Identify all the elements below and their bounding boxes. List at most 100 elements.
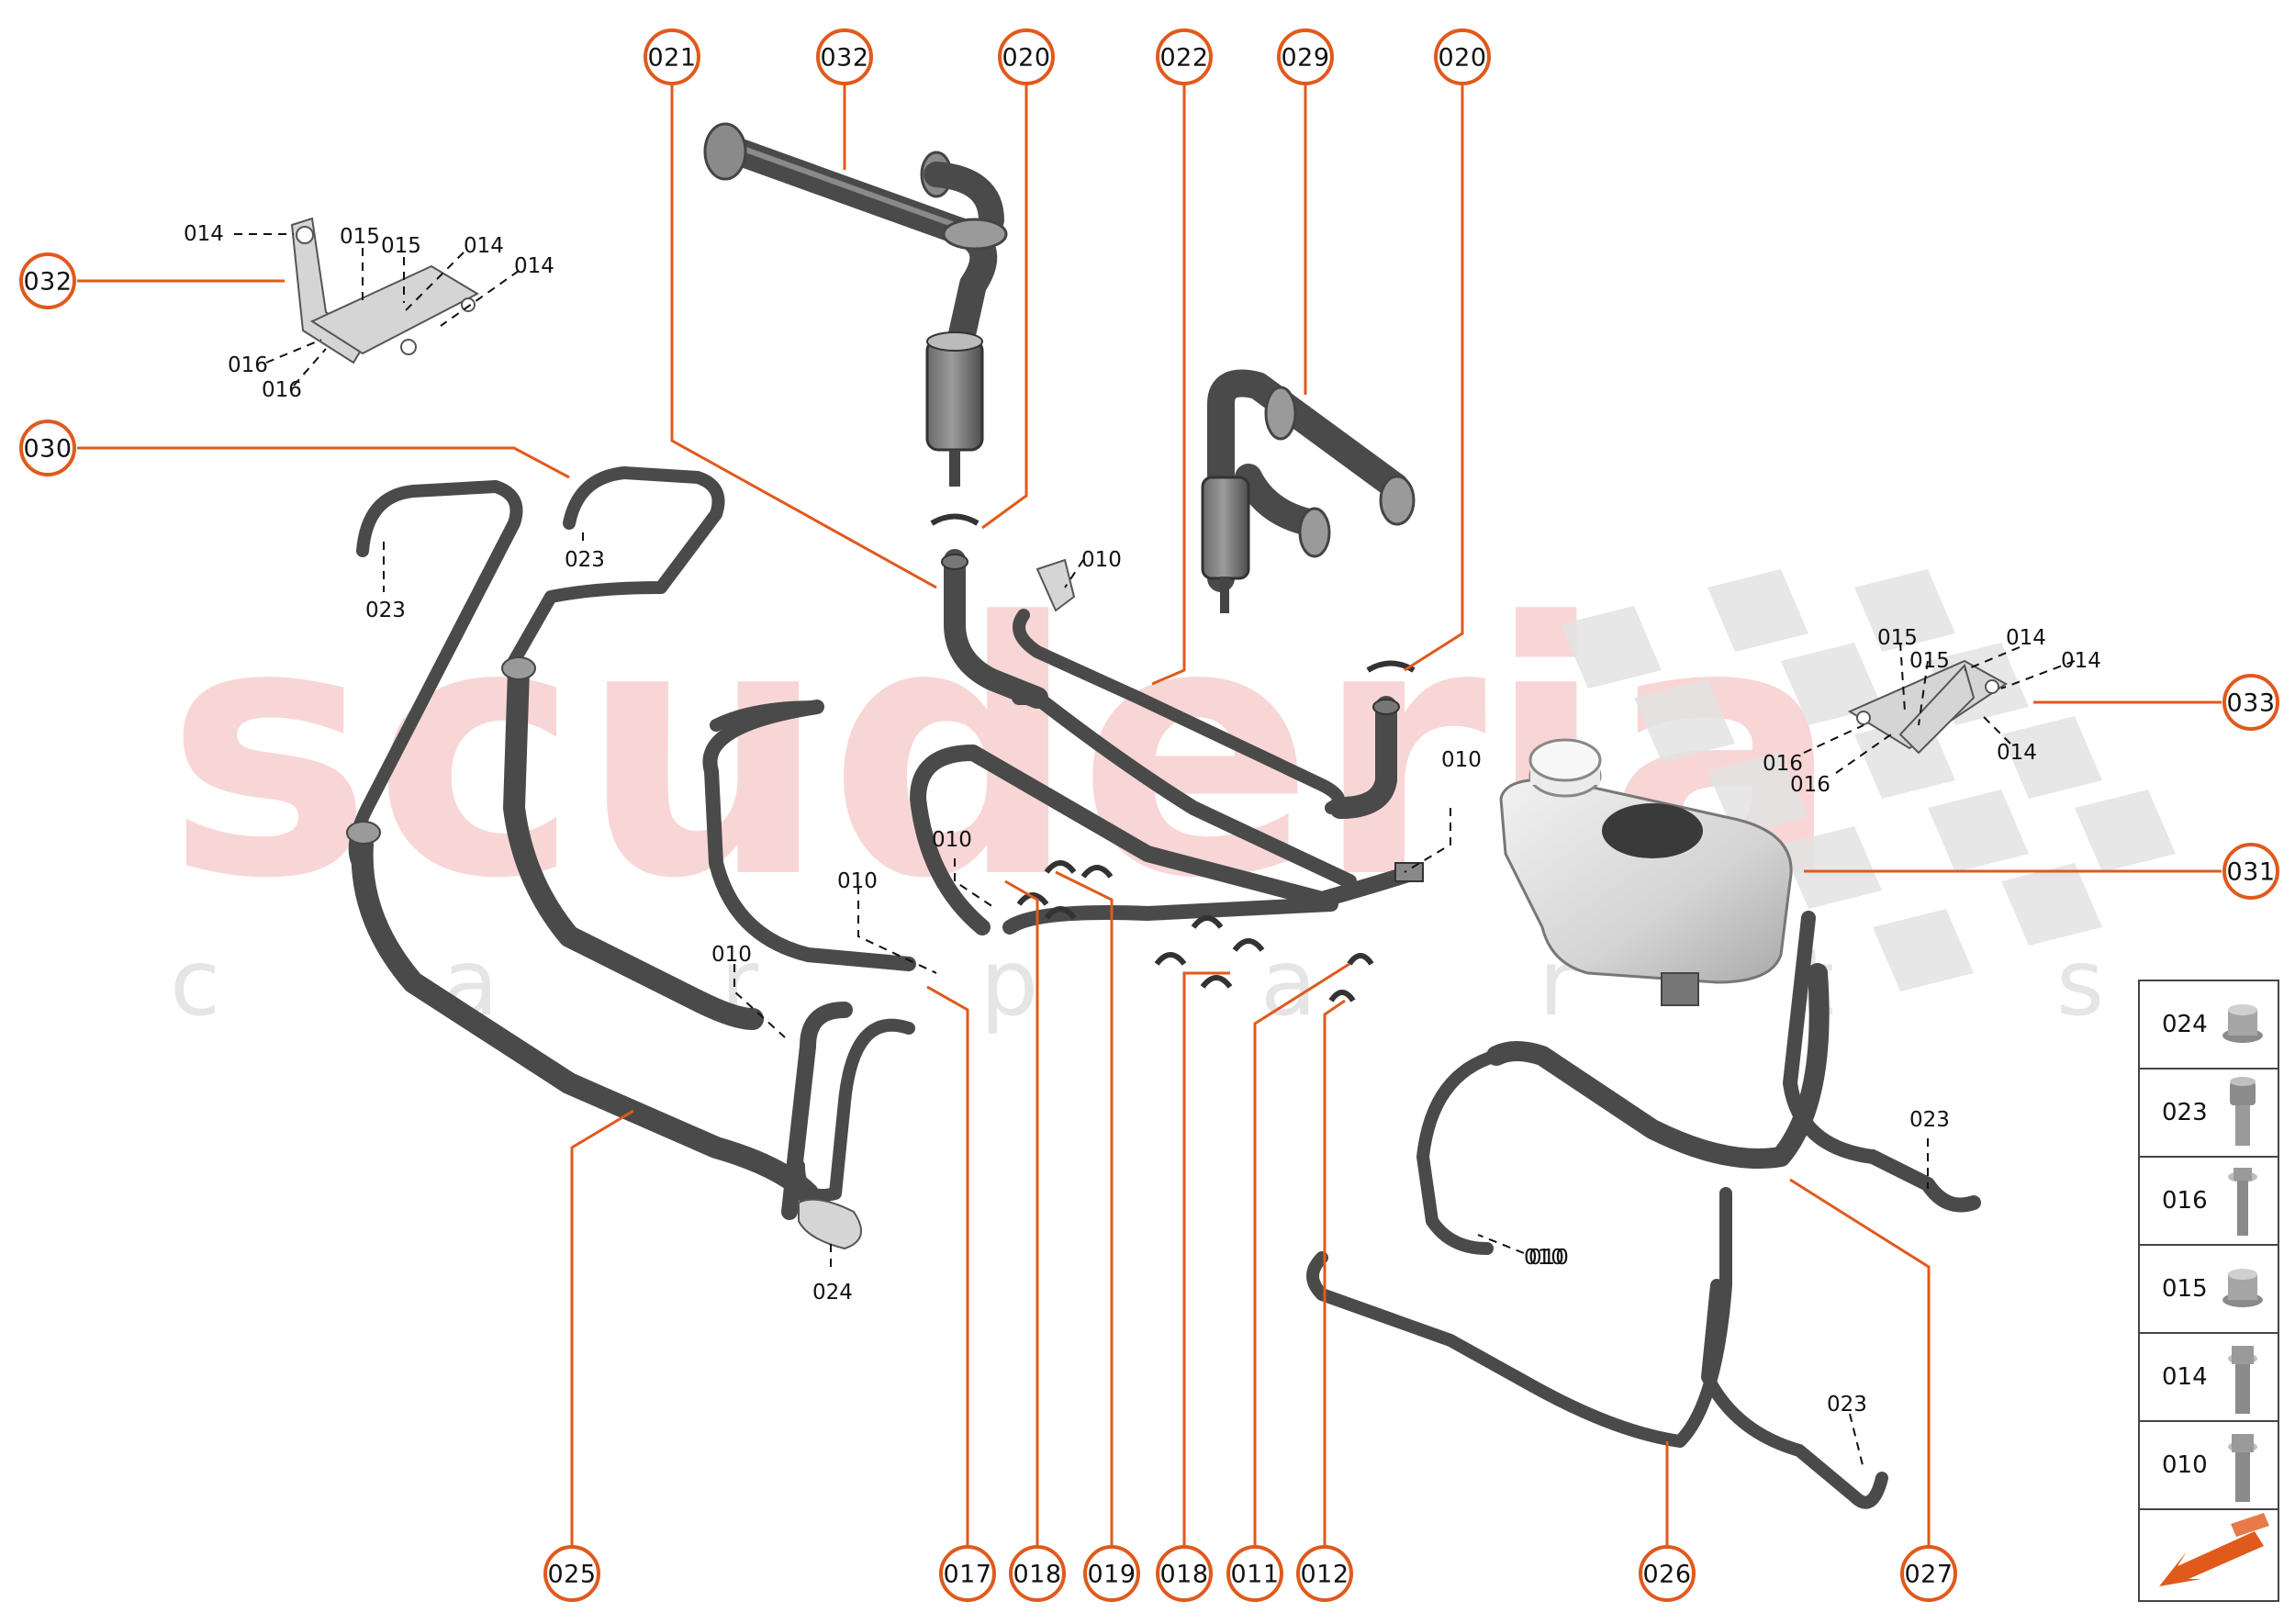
callout-020-a[interactable]: 020 bbox=[998, 28, 1055, 85]
fastener-legend: 024 023 016 015 bbox=[2138, 980, 2279, 1602]
callout-032-left[interactable]: 032 bbox=[19, 252, 76, 309]
part-label: 023 bbox=[365, 599, 406, 622]
part-label: 010 bbox=[1081, 548, 1122, 572]
part-label: 010 bbox=[837, 869, 878, 893]
callout-leaders bbox=[77, 79, 2222, 1551]
part-label: 016 bbox=[228, 353, 268, 377]
part-label: 016 bbox=[1790, 773, 1830, 797]
pipe-assembly-029 bbox=[1201, 369, 1416, 613]
flange-bolt-icon bbox=[2228, 1434, 2257, 1502]
svg-text:024: 024 bbox=[2162, 1011, 2208, 1038]
callout-032-top[interactable]: 032 bbox=[816, 28, 873, 85]
hose-026 bbox=[1306, 1187, 1888, 1509]
callout-020-b[interactable]: 020 bbox=[1434, 28, 1491, 85]
legend-row-015: 015 bbox=[2162, 1269, 2263, 1307]
svg-text:019: 019 bbox=[1087, 1561, 1136, 1589]
legend-row-014: 014 bbox=[2162, 1346, 2257, 1414]
part-label: 010 bbox=[1528, 1246, 1569, 1270]
dashed-leaders bbox=[234, 233, 2076, 1470]
part-label: 015 bbox=[1877, 626, 1918, 650]
part-label: 024 bbox=[812, 1281, 853, 1305]
hose-027 bbox=[1416, 911, 1981, 1255]
svg-text:022: 022 bbox=[1159, 44, 1208, 73]
checkered-flag-mark bbox=[1561, 569, 2176, 991]
svg-text:030: 030 bbox=[23, 435, 72, 464]
svg-text:031: 031 bbox=[2226, 858, 2275, 887]
hose-019 bbox=[910, 745, 1424, 935]
flange-nut-icon bbox=[2222, 1269, 2263, 1307]
callout-017[interactable]: 017 bbox=[939, 1545, 996, 1602]
part-label: 023 bbox=[1827, 1393, 1867, 1417]
callout-019[interactable]: 019 bbox=[1083, 1545, 1140, 1602]
part-label: 015 bbox=[1909, 649, 1950, 673]
legend-row-016: 016 bbox=[2162, 1168, 2257, 1236]
callout-012[interactable]: 012 bbox=[1296, 1545, 1353, 1602]
bracket-032-left bbox=[290, 217, 480, 364]
svg-text:018: 018 bbox=[1013, 1561, 1061, 1589]
svg-text:026: 026 bbox=[1642, 1561, 1691, 1589]
svg-text:020: 020 bbox=[1438, 44, 1486, 73]
part-label: 016 bbox=[1763, 752, 1803, 776]
part-labels: 014 015 015 014 014 016 016 023 023 010 … bbox=[184, 222, 2101, 1417]
callout-029[interactable]: 029 bbox=[1277, 28, 1334, 85]
part-label: 010 bbox=[1441, 748, 1482, 772]
svg-text:033: 033 bbox=[2226, 689, 2275, 718]
clamps bbox=[1016, 860, 1374, 1002]
part-label: 014 bbox=[2006, 626, 2046, 650]
svg-text:027: 027 bbox=[1904, 1561, 1953, 1589]
callout-030[interactable]: 030 bbox=[19, 420, 76, 476]
bracket-033-right bbox=[1847, 659, 2008, 755]
callout-027[interactable]: 027 bbox=[1900, 1545, 1957, 1602]
callouts: 021 032 020 022 029 020 032 030 033 031 … bbox=[19, 28, 2279, 1602]
callout-025[interactable]: 025 bbox=[543, 1545, 600, 1602]
svg-text:010: 010 bbox=[2162, 1451, 2208, 1479]
part-label: 010 bbox=[932, 828, 972, 852]
part-label: 023 bbox=[1909, 1108, 1950, 1132]
part-label: 010 bbox=[711, 943, 752, 967]
direction-arrow-icon bbox=[2159, 1513, 2269, 1586]
callout-022[interactable]: 022 bbox=[1156, 28, 1213, 85]
part-label: 014 bbox=[514, 254, 554, 278]
flange-bolt-icon bbox=[2228, 1346, 2257, 1414]
part-label: 015 bbox=[340, 225, 380, 249]
svg-text:029: 029 bbox=[1281, 44, 1329, 73]
part-label: 014 bbox=[1997, 741, 2037, 765]
svg-text:017: 017 bbox=[943, 1561, 991, 1589]
svg-text:014: 014 bbox=[2162, 1363, 2208, 1391]
svg-text:012: 012 bbox=[1300, 1561, 1349, 1589]
part-label: 010 bbox=[1524, 1246, 1564, 1270]
svg-text:011: 011 bbox=[1230, 1561, 1279, 1589]
svg-text:018: 018 bbox=[1159, 1561, 1208, 1589]
callout-018-b[interactable]: 018 bbox=[1156, 1545, 1213, 1602]
part-label: 016 bbox=[262, 378, 302, 402]
svg-text:016: 016 bbox=[2162, 1187, 2208, 1215]
hose-030 bbox=[346, 466, 862, 1250]
part-label: 014 bbox=[464, 234, 504, 258]
callout-011[interactable]: 011 bbox=[1226, 1545, 1283, 1602]
svg-text:020: 020 bbox=[1002, 44, 1050, 73]
callout-018-a[interactable]: 018 bbox=[1009, 1545, 1066, 1602]
flange-nut-icon bbox=[2222, 1004, 2263, 1043]
socket-screw-icon bbox=[2230, 1077, 2256, 1146]
legend-row-010: 010 bbox=[2162, 1434, 2257, 1502]
part-label: 014 bbox=[184, 222, 224, 246]
callout-033[interactable]: 033 bbox=[2222, 674, 2279, 731]
hose-022 bbox=[1012, 558, 1357, 889]
callout-031[interactable]: 031 bbox=[2222, 843, 2279, 900]
pipe-assembly-top bbox=[703, 122, 1008, 487]
legend-row-024: 024 bbox=[2162, 1004, 2263, 1043]
svg-text:021: 021 bbox=[647, 44, 696, 73]
svg-text:025: 025 bbox=[547, 1561, 596, 1589]
reservoir-tank-031 bbox=[1499, 738, 1793, 1006]
legend-row-023: 023 bbox=[2162, 1077, 2256, 1146]
callout-026[interactable]: 026 bbox=[1639, 1545, 1696, 1602]
svg-text:015: 015 bbox=[2162, 1275, 2208, 1303]
flange-bolt-icon bbox=[2228, 1168, 2257, 1236]
part-label: 014 bbox=[2061, 649, 2101, 673]
svg-text:023: 023 bbox=[2162, 1099, 2208, 1126]
callout-021[interactable]: 021 bbox=[644, 28, 700, 85]
part-label: 015 bbox=[381, 234, 421, 258]
svg-text:032: 032 bbox=[820, 44, 868, 73]
part-label: 023 bbox=[565, 548, 605, 572]
